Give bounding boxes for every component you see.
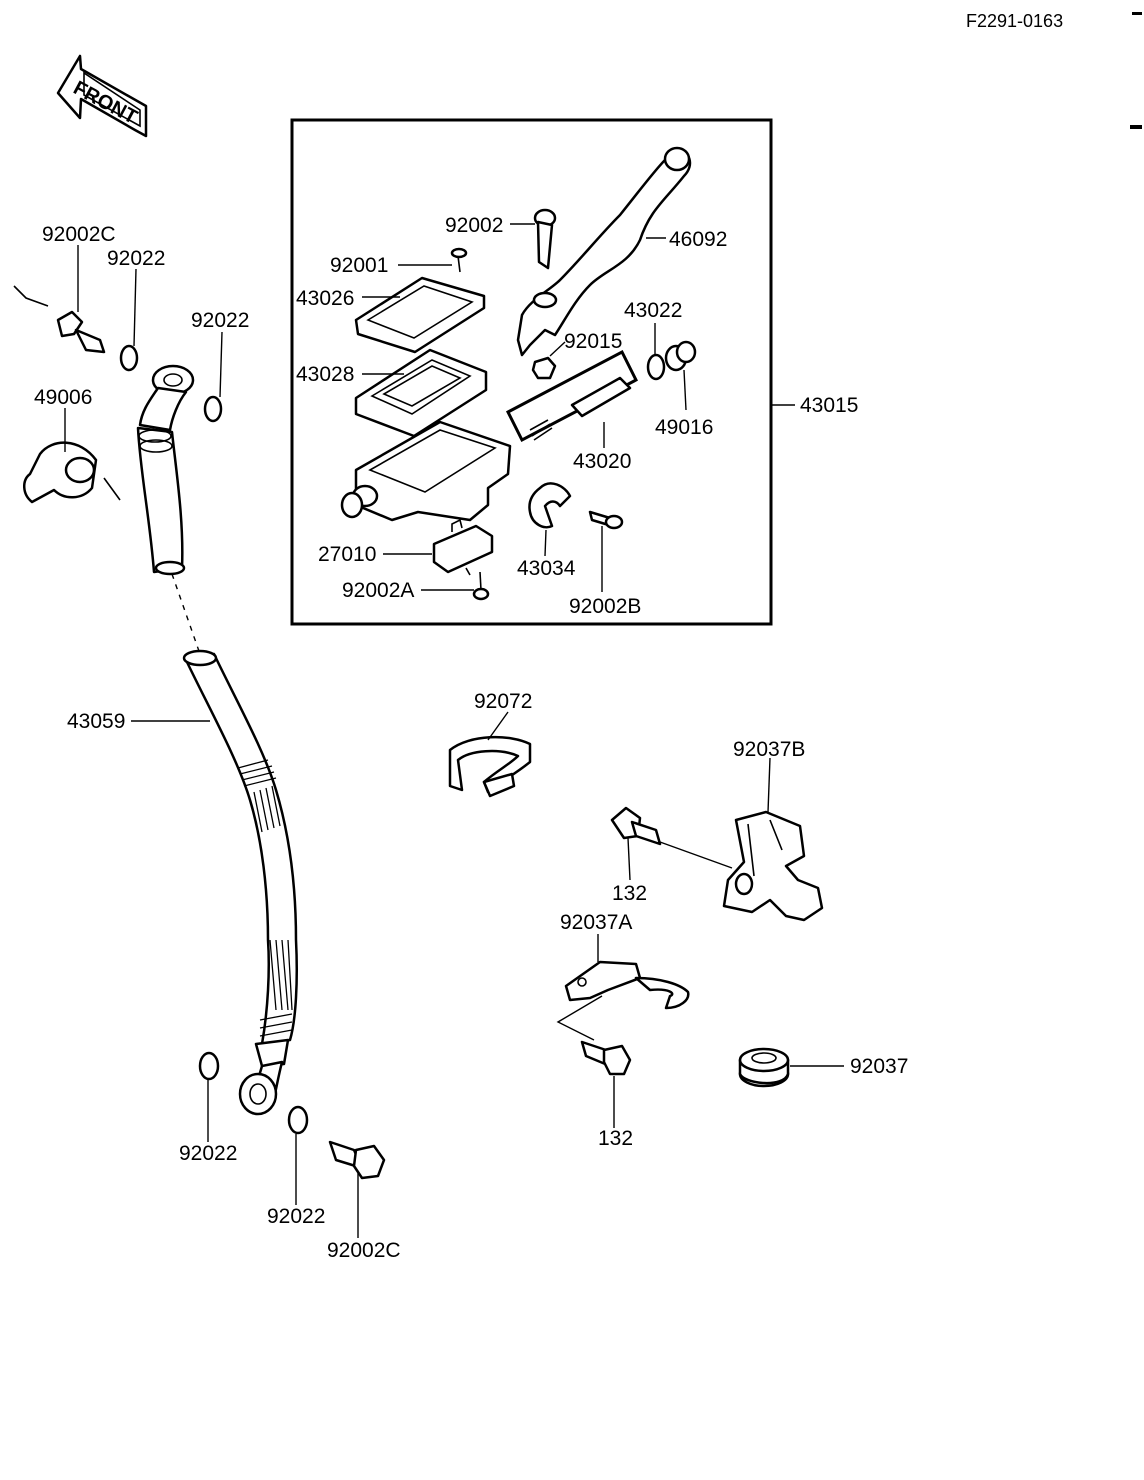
label-49006: 49006 — [34, 386, 92, 409]
cover-49006 — [23, 441, 98, 504]
label-43020: 43020 — [573, 450, 631, 473]
holder-92037B — [722, 810, 824, 922]
washer-92022-c — [198, 1051, 220, 1081]
clamp-43034 — [528, 482, 572, 529]
reservoir-cap-43026 — [354, 276, 486, 354]
label-43028: 43028 — [296, 363, 354, 386]
label-92015: 92015 — [564, 330, 622, 353]
screw-92002A — [472, 571, 490, 601]
washer-92022-d — [287, 1105, 309, 1135]
front-arrow-icon: FRONT — [56, 54, 148, 138]
hose-43059 — [182, 649, 298, 1116]
diaphragm-43028 — [354, 348, 488, 438]
seal-43022 — [646, 353, 666, 381]
grommet-92037 — [738, 1047, 790, 1088]
label-92022-d: 92022 — [267, 1205, 325, 1228]
label-92037: 92037 — [850, 1055, 908, 1078]
label-132-b: 132 — [598, 1127, 633, 1150]
label-43034: 43034 — [517, 557, 576, 580]
label-92022-b: 92022 — [191, 309, 249, 332]
assembly-box-43015 — [290, 118, 773, 626]
label-92037B: 92037B — [733, 738, 805, 761]
label-92001: 92001 — [330, 254, 388, 277]
hose-upper — [136, 364, 195, 576]
label-46092: 46092 — [669, 228, 727, 251]
bracket-92037A — [564, 960, 690, 1010]
washer-92022-b — [203, 395, 223, 423]
label-43026: 43026 — [296, 287, 354, 310]
label-92002: 92002 — [445, 214, 503, 237]
banjo-bolt-92002C-top — [56, 310, 106, 354]
edge-mark-middle — [1130, 125, 1142, 129]
label-92022-a: 92022 — [107, 247, 165, 270]
brake-lever-46092 — [516, 146, 692, 357]
label-43022: 43022 — [624, 299, 682, 322]
label-92002C-bottom: 92002C — [327, 1239, 401, 1262]
label-92002C-top: 92002C — [42, 223, 116, 246]
label-43015: 43015 — [800, 394, 858, 417]
label-92037A: 92037A — [560, 911, 632, 934]
label-43059: 43059 — [67, 710, 125, 733]
bolt-132-lower — [580, 1040, 632, 1076]
bolt-132-upper — [610, 806, 662, 846]
label-92072: 92072 — [474, 690, 532, 713]
cylinder-body — [340, 420, 512, 522]
label-132-a: 132 — [612, 882, 647, 905]
band-92072 — [448, 735, 532, 798]
hint-mark-left-top — [13, 285, 49, 307]
bolt-92002B — [588, 510, 624, 530]
hint-mark-left-mid — [103, 477, 121, 501]
dust-boot-49016 — [664, 340, 697, 372]
banjo-bolt-92002C-bottom — [328, 1140, 386, 1180]
label-92002B: 92002B — [569, 595, 641, 618]
washer-92022-a — [119, 344, 139, 372]
label-49016: 49016 — [655, 416, 713, 439]
switch-27010 — [432, 518, 494, 576]
nut-92015 — [531, 356, 557, 380]
link-132-to-92037B — [659, 841, 733, 869]
link-hose — [171, 573, 201, 655]
screw-92001 — [450, 247, 468, 273]
drawing-code: F2291-0163 — [966, 11, 1063, 31]
label-92002A: 92002A — [342, 579, 414, 602]
link-92037A-to-132 — [556, 995, 603, 1041]
label-27010: 27010 — [318, 543, 376, 566]
pivot-bolt-92002 — [533, 208, 557, 270]
label-92022-c: 92022 — [179, 1142, 237, 1165]
leader-lines — [64, 223, 844, 1238]
piston-kit-43020 — [506, 349, 638, 443]
edge-mark-top — [1132, 12, 1142, 15]
